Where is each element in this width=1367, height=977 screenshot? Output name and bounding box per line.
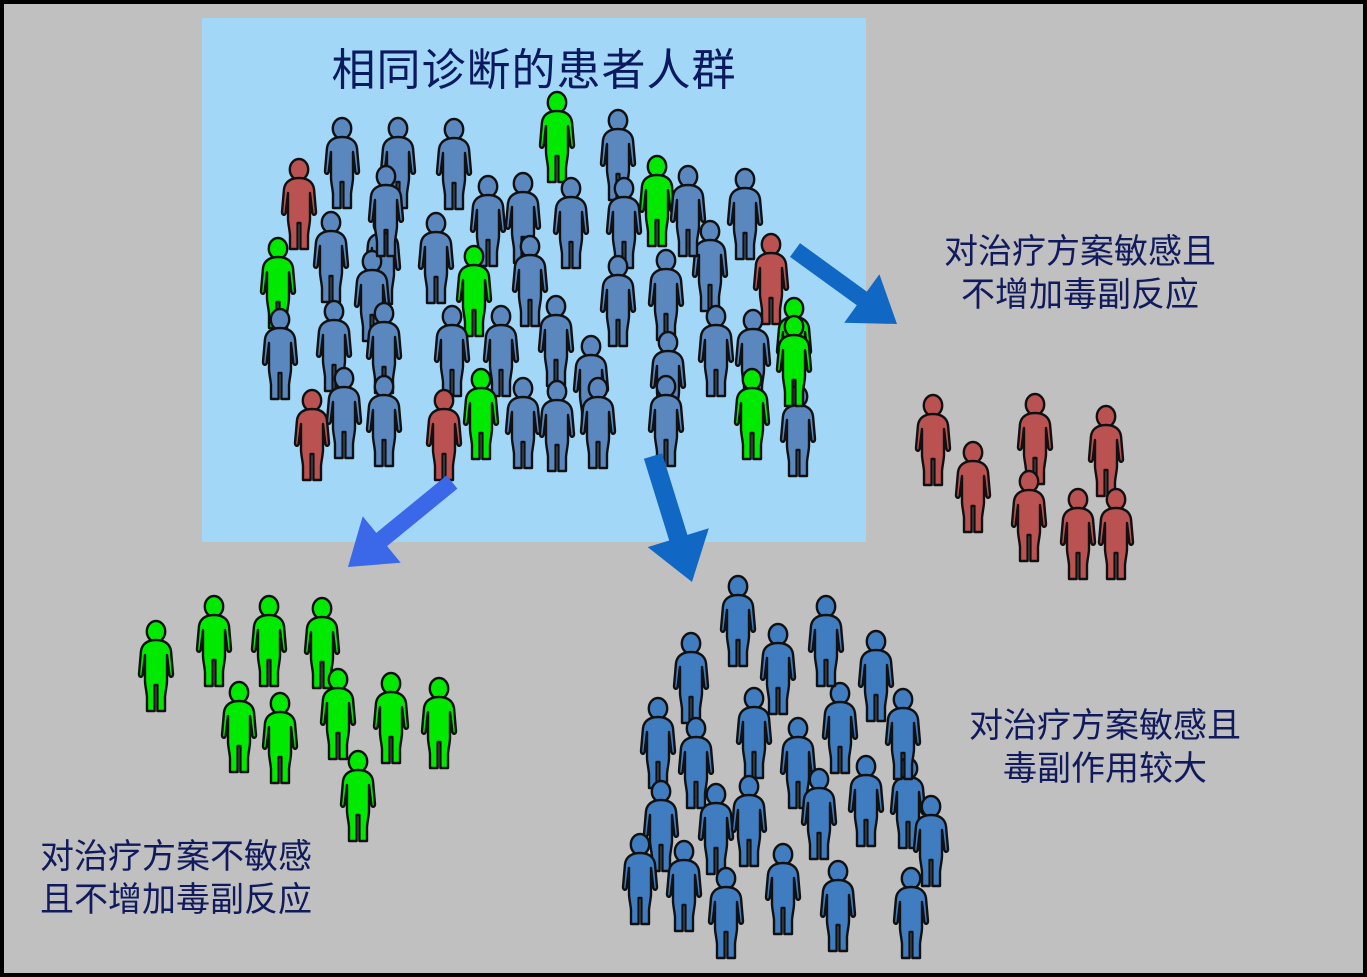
person-figure-blue — [362, 301, 406, 397]
patient-population-box: 相同诊断的患者人群 — [202, 18, 866, 542]
person-figure-blue_bright — [618, 832, 662, 928]
person-figure-red — [1084, 404, 1128, 500]
person-figure-green — [256, 236, 300, 332]
person-figure-red — [1056, 487, 1100, 583]
person-figure-blue_bright — [889, 866, 933, 962]
person-figure-green — [316, 667, 360, 763]
person-figure-red — [1007, 469, 1051, 565]
person-figure-red — [277, 157, 321, 253]
person-figure-blue — [362, 374, 406, 470]
person-figure-blue — [508, 234, 552, 330]
person-figure-blue — [430, 304, 474, 400]
person-figure-blue — [258, 307, 302, 403]
person-figure-blue_bright — [636, 696, 680, 792]
person-figure-blue — [549, 176, 593, 272]
person-figure-green — [258, 691, 302, 787]
person-figure-blue — [644, 248, 688, 344]
person-figure-red — [422, 388, 466, 484]
person-figure-blue — [596, 254, 640, 350]
person-figure-blue — [694, 304, 738, 400]
person-figure-blue — [414, 211, 458, 307]
person-figure-blue — [322, 366, 366, 462]
person-figure-green — [772, 314, 816, 410]
person-figure-blue — [688, 219, 732, 315]
person-figure-blue_bright — [694, 782, 738, 878]
person-figure-green — [369, 671, 413, 767]
person-figure-red — [1094, 487, 1138, 583]
person-figure-blue_bright — [674, 716, 718, 812]
person-figure-red — [290, 388, 334, 484]
label-line-1: 对治疗方案敏感且 — [944, 234, 1216, 271]
person-figure-green — [535, 90, 579, 186]
person-figure-green — [459, 367, 503, 463]
person-figure-blue_bright — [761, 842, 805, 938]
person-figure-green — [217, 680, 261, 776]
person-figure-blue — [309, 210, 353, 306]
label-line-2: 且不增加毒副反应 — [40, 881, 312, 919]
arrow-to-green-group — [288, 422, 512, 627]
person-figure-green — [336, 749, 380, 845]
person-figure-green — [134, 619, 178, 715]
person-figure-red — [1013, 392, 1057, 488]
label-line-2: 毒副作用较大 — [1003, 750, 1207, 788]
person-figure-blue_bright — [727, 774, 771, 870]
label-sensitive-high-toxicity: 对治疗方案敏感且 毒副作用较大 — [969, 706, 1241, 792]
person-figure-blue_bright — [797, 767, 841, 863]
person-figure-blue — [666, 164, 710, 260]
label-line-2: 不增加毒副反应 — [961, 276, 1199, 314]
person-figure-blue_bright — [854, 629, 898, 725]
person-figure-red — [951, 440, 995, 536]
label-sensitive-no-toxicity: 对治疗方案敏感且 不增加毒副反应 — [944, 232, 1216, 318]
person-figure-blue_bright — [732, 686, 776, 782]
arrow-to-blue-group — [593, 396, 752, 642]
label-line-1: 对治疗方案敏感且 — [969, 708, 1241, 745]
person-figure-blue_bright — [816, 859, 860, 955]
label-line-1: 对治疗方案不敏感 — [40, 839, 312, 876]
person-figure-green — [300, 596, 344, 692]
label-insensitive-no-toxicity: 对治疗方案不敏感 且不增加毒副反应 — [40, 837, 312, 923]
person-figure-blue — [364, 164, 408, 260]
person-figure-red — [911, 393, 955, 489]
person-figure-blue — [576, 376, 620, 472]
person-figure-blue_bright — [844, 754, 888, 850]
person-figure-blue — [644, 374, 688, 470]
person-figure-blue — [479, 304, 523, 400]
person-figure-green — [417, 676, 461, 772]
page-title: 相同诊断的患者人群 — [331, 46, 737, 95]
person-figure-green — [730, 367, 774, 463]
person-figure-blue — [602, 176, 646, 272]
person-figure-red — [749, 232, 793, 328]
person-figure-blue_bright — [818, 681, 862, 777]
person-figure-blue_bright — [704, 866, 748, 962]
person-figure-blue — [432, 117, 476, 213]
person-figure-green — [452, 244, 496, 340]
person-figure-blue — [320, 116, 364, 212]
person-figure-blue_bright — [669, 631, 713, 727]
person-figure-blue_bright — [881, 687, 925, 783]
person-figure-blue_bright — [716, 574, 760, 670]
person-figure-blue_bright — [756, 622, 800, 718]
person-figure-blue_bright — [909, 794, 953, 890]
person-figure-blue — [723, 167, 767, 263]
person-figure-blue — [535, 379, 579, 475]
person-figure-blue_bright — [804, 594, 848, 690]
person-figure-green — [192, 594, 236, 690]
arrow-to-red-group — [735, 190, 957, 384]
person-figure-blue_bright — [662, 839, 706, 935]
person-figure-green — [247, 594, 291, 690]
person-figure-blue — [534, 294, 578, 390]
